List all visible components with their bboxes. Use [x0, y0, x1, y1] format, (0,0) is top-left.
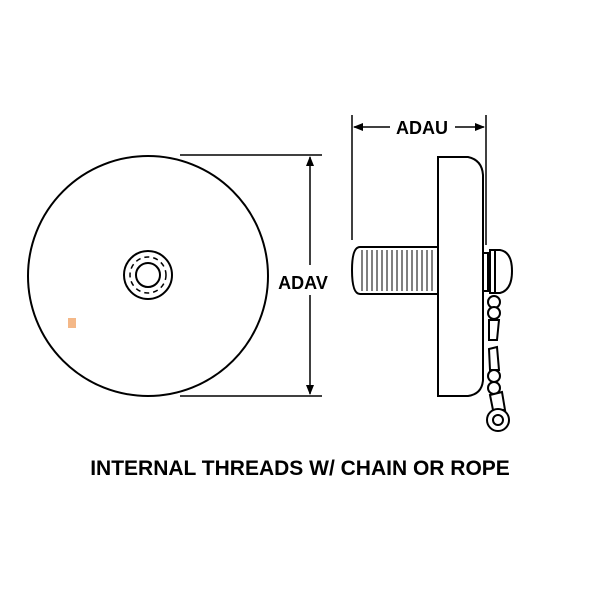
cap-flange: [437, 156, 484, 397]
thread-hole-outer: [123, 250, 173, 300]
watermark-dot: [68, 318, 76, 328]
adav-label: ADAV: [278, 273, 328, 293]
dimension-adav: [180, 154, 322, 397]
front-view: [27, 155, 269, 397]
thread-lines: [361, 250, 433, 291]
side-view: [350, 156, 514, 432]
knob: [489, 249, 514, 294]
adau-label: ADAU: [396, 118, 448, 138]
watermark-logo: [68, 318, 76, 328]
caption: INTERNAL THREADS W/ CHAIN OR ROPE: [90, 457, 510, 480]
threaded-stud: [350, 246, 439, 295]
dimension-adau: [351, 115, 487, 245]
